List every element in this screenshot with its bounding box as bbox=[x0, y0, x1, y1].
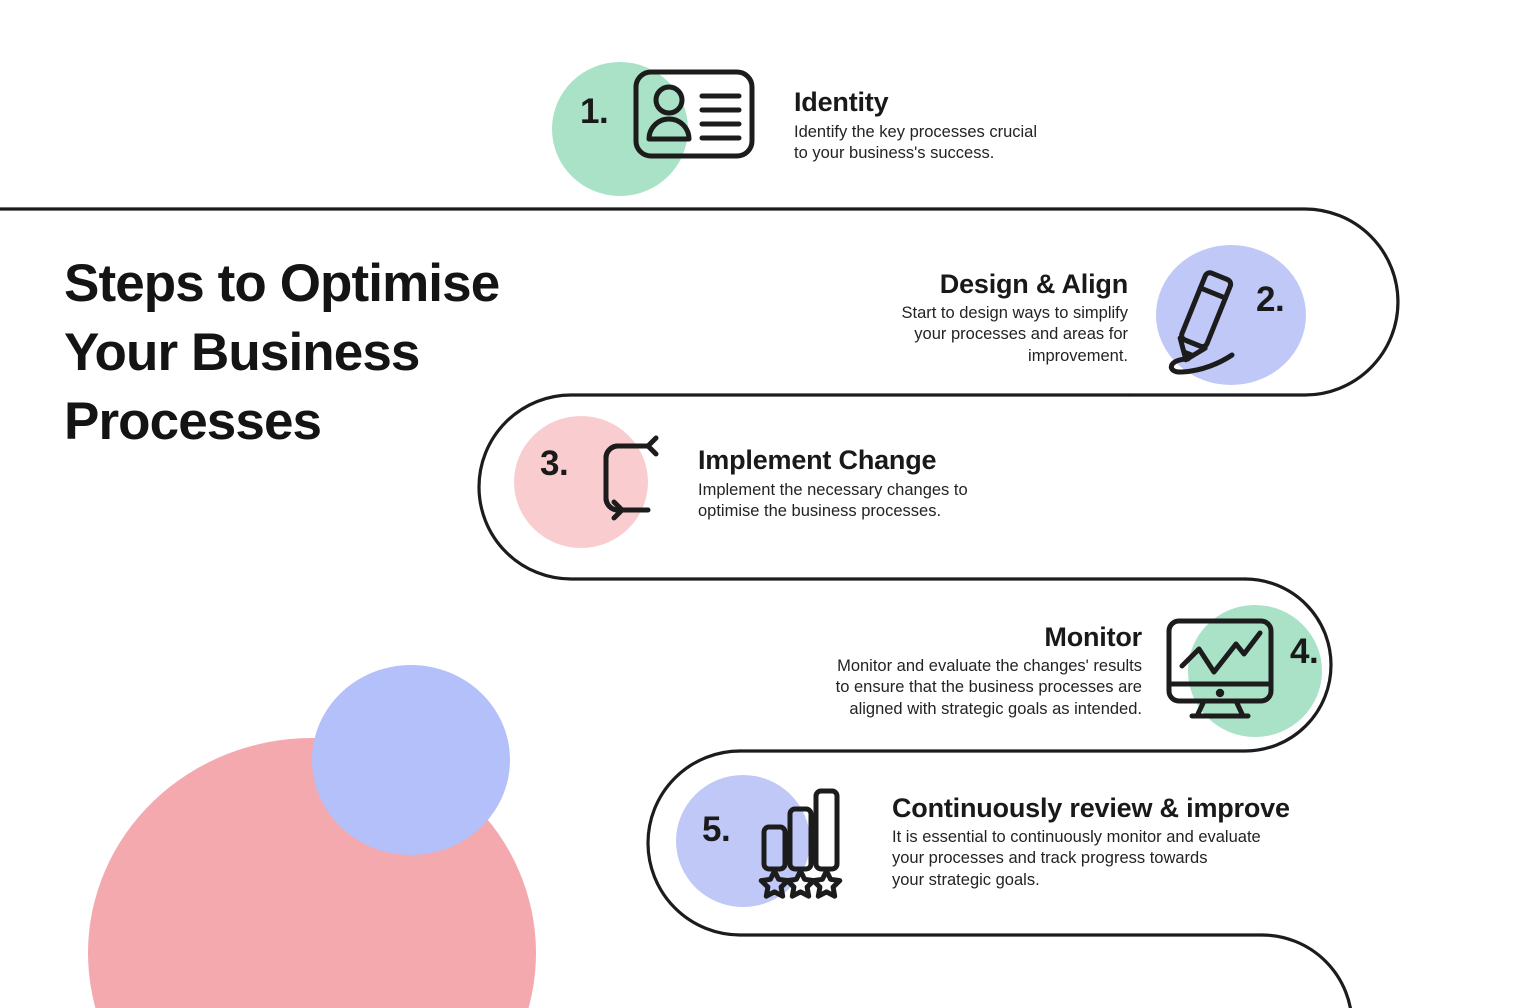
id-card-icon bbox=[632, 68, 756, 160]
step-1-number: 1. bbox=[580, 92, 609, 131]
step-1-title: Identity bbox=[794, 87, 889, 118]
step-1-description: Identify the key processes crucial to yo… bbox=[794, 122, 1038, 163]
step-3-text: Implement Change Implement the necessary… bbox=[698, 445, 998, 522]
step-1-text: Identity Identify the key processes cruc… bbox=[794, 87, 1064, 164]
ribbon-segment-4 bbox=[646, 749, 1264, 937]
step-4-number: 4. bbox=[1290, 632, 1319, 671]
step-2-number: 2. bbox=[1256, 280, 1285, 319]
monitor-chart-icon bbox=[1164, 616, 1276, 720]
step-3-title: Implement Change bbox=[698, 445, 937, 476]
step-5-text: Continuously review & improve It is esse… bbox=[892, 793, 1312, 892]
step-1-bubble: 1. bbox=[548, 62, 770, 196]
step-2-text: Design & Align Start to design ways to s… bbox=[880, 269, 1128, 368]
step-3-description: Implement the necessary changes to optim… bbox=[698, 480, 968, 521]
step-5-description: It is essential to continuously monitor … bbox=[892, 827, 1261, 889]
step-item-1: 1. Identity Identify the key processes c… bbox=[548, 62, 1064, 196]
ribbon-segment-2 bbox=[477, 393, 1247, 581]
step-2-description: Start to design ways to simplify your pr… bbox=[901, 303, 1128, 365]
page-title: Steps to Optimise Your Business Processe… bbox=[64, 254, 500, 451]
step-item-5: 5. Continuously review & improve It is e… bbox=[676, 775, 1312, 907]
step-3-disc bbox=[514, 416, 648, 548]
step-5-bubble: 5. bbox=[676, 775, 876, 907]
step-item-2: 2. Design & Align Start to design ways t… bbox=[880, 245, 1314, 391]
step-3-number: 3. bbox=[540, 444, 569, 483]
step-4-text: Monitor Monitor and evaluate the changes… bbox=[820, 621, 1143, 721]
step-2-bubble: 2. bbox=[1156, 245, 1314, 391]
step-1-disc bbox=[552, 62, 688, 196]
bar-chart-stars-icon bbox=[758, 786, 846, 899]
ribbon-segment-1 bbox=[0, 207, 1400, 397]
step-2-title: Design & Align bbox=[939, 268, 1128, 299]
ribbon-segment-3 bbox=[738, 577, 1333, 753]
step-5-number: 5. bbox=[702, 810, 731, 849]
step-3-bubble: 3. bbox=[514, 416, 680, 552]
ribbon-segment-5 bbox=[1260, 933, 1352, 1008]
step-item-3: 3. Implement Change Implement the necess… bbox=[514, 416, 998, 552]
step-item-4: 4. Monitor Monitor and evaluate the chan… bbox=[820, 605, 1342, 737]
step-5-title: Continuously review & improve bbox=[892, 792, 1290, 823]
refresh-cycle-icon bbox=[596, 435, 674, 521]
step-4-title: Monitor bbox=[1044, 621, 1142, 652]
pencil-icon bbox=[1162, 259, 1246, 375]
step-4-description: Monitor and evaluate the changes' result… bbox=[835, 656, 1142, 718]
step-4-bubble: 4. bbox=[1164, 605, 1342, 737]
